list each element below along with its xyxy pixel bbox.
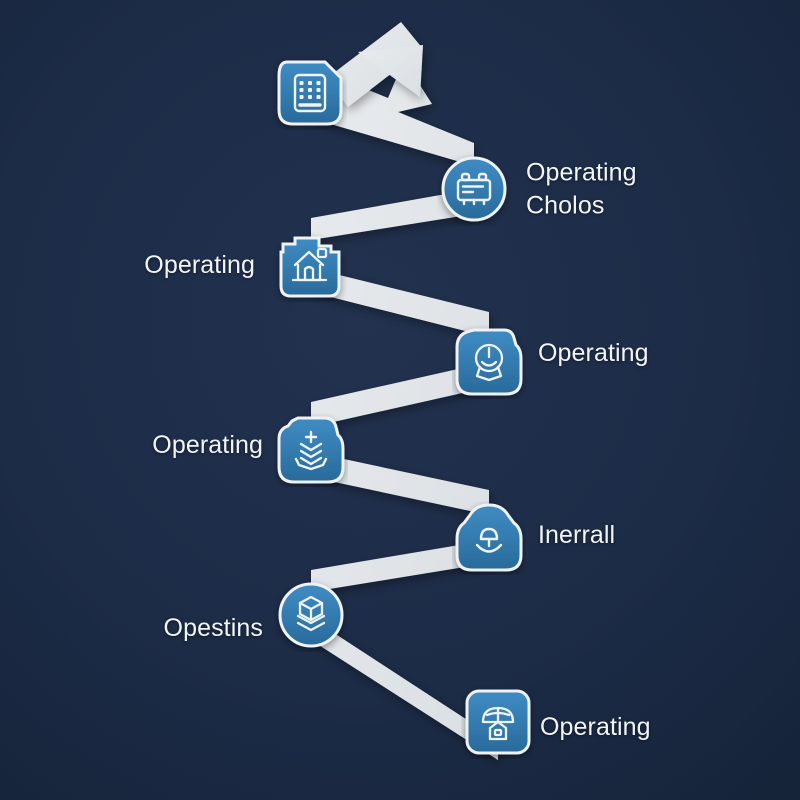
step-node-3[interactable] [273, 228, 347, 302]
badge-squircle [455, 328, 523, 396]
card-battery-icon [456, 172, 492, 206]
box-package-icon [296, 595, 326, 632]
badge-squircle [455, 503, 523, 572]
step-node-2[interactable] [437, 152, 511, 226]
step-node-4[interactable] [452, 325, 526, 399]
badge-circle [441, 156, 507, 222]
arrow-tip-icon [358, 45, 423, 97]
step-label-4: Operating [538, 338, 649, 367]
ribbon-arrowhead [327, 22, 423, 107]
step-node-8[interactable] [461, 685, 535, 759]
step-label-6: Inerrall [538, 520, 616, 549]
step-label-2: Operating Cholos [526, 158, 637, 220]
step-label-7: Opestins [163, 613, 263, 642]
step-label-5: Operating [152, 430, 263, 459]
umbrella-shelter-icon [475, 527, 503, 553]
download-plus-icon [294, 430, 328, 471]
step-label-8: Operating [540, 712, 651, 741]
medal-badge-icon [474, 343, 504, 382]
step-node-6[interactable] [452, 501, 526, 575]
ribbon-zigzag-band [310, 60, 498, 760]
umbrella-house-icon [481, 706, 515, 741]
step-node-7[interactable] [274, 578, 348, 652]
step-label-3: Operating [144, 250, 255, 279]
step-node-1[interactable] [273, 56, 347, 130]
grid-calculator-icon [293, 73, 327, 113]
step-node-5[interactable] [274, 413, 348, 487]
house-building-icon [291, 247, 328, 282]
